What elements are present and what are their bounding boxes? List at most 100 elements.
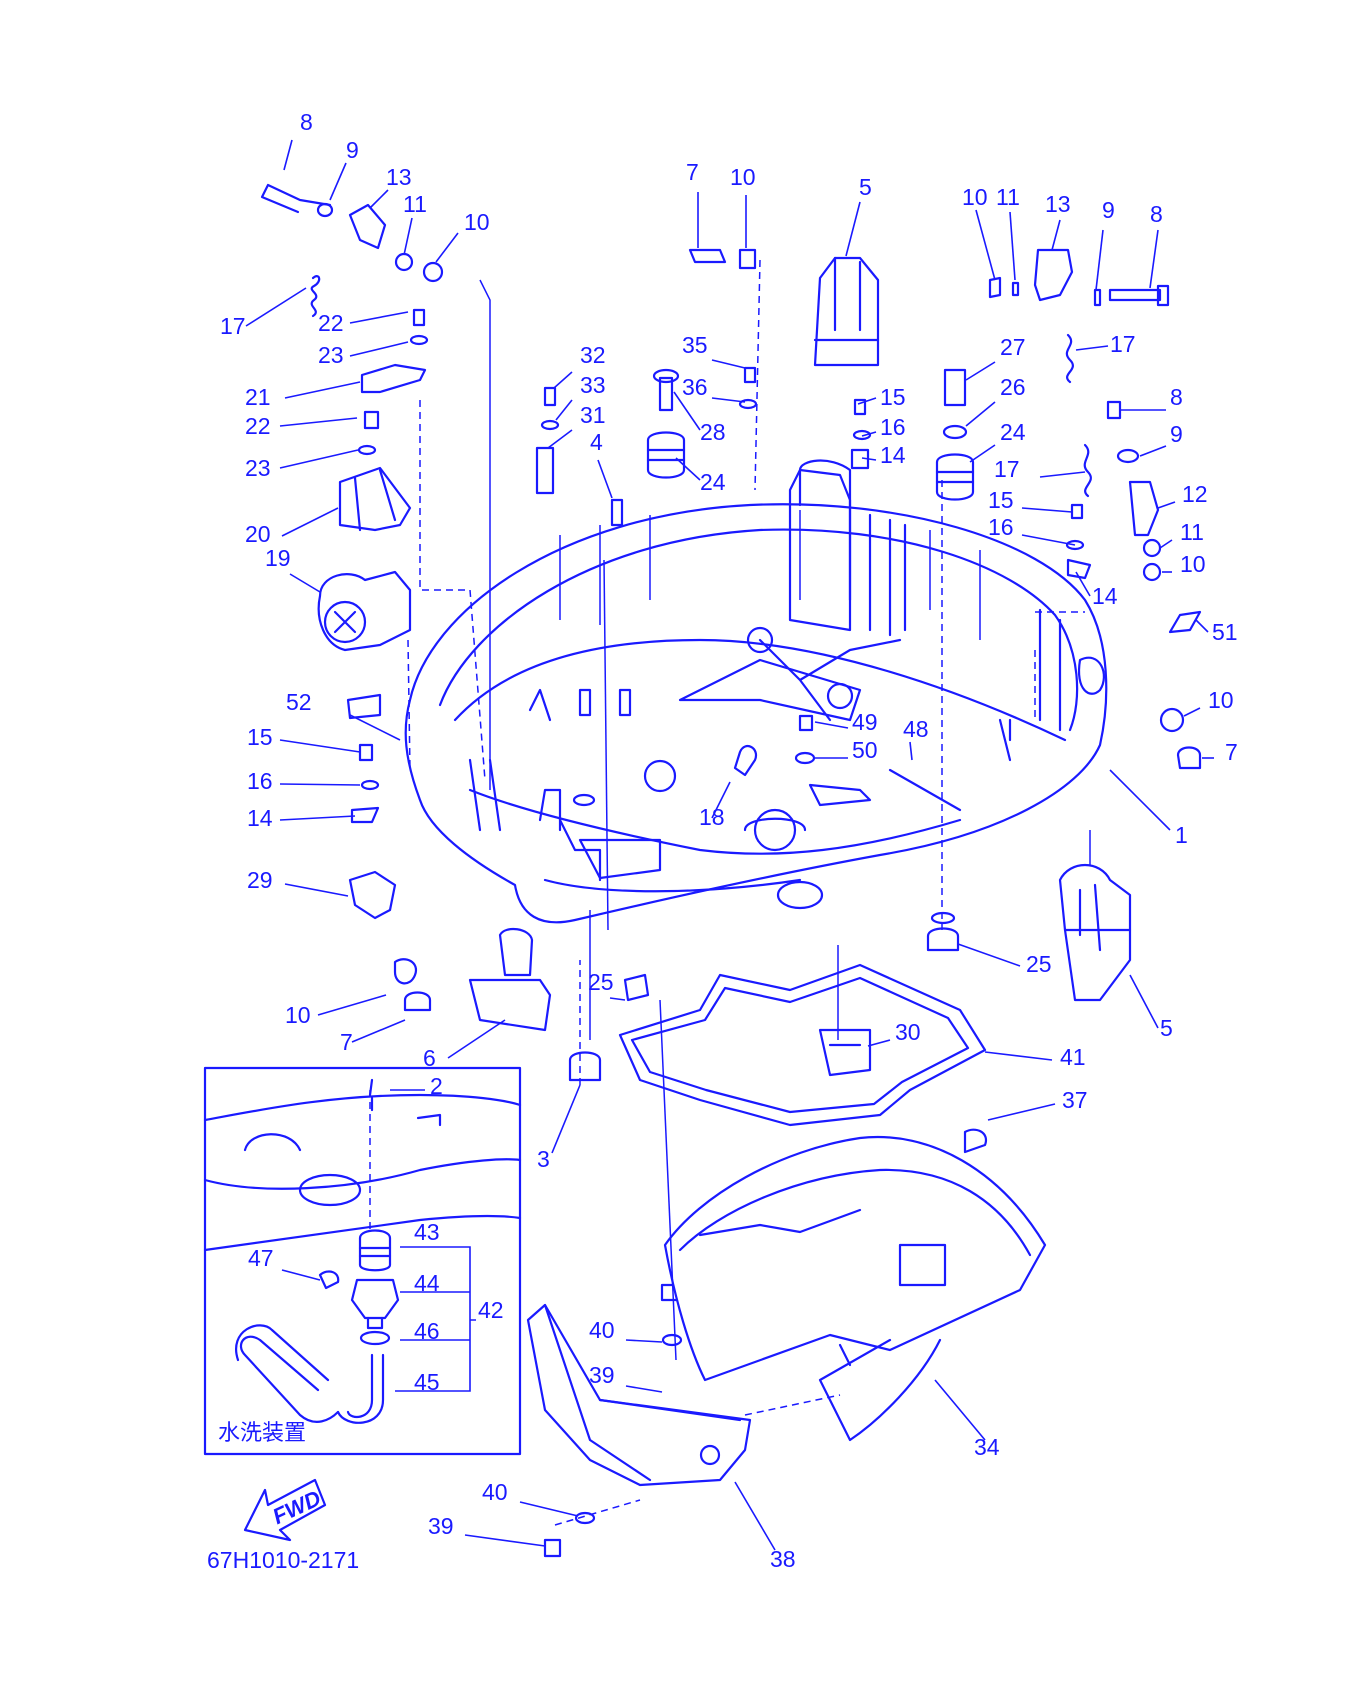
leader-25 — [609, 997, 626, 1001]
centerline — [754, 259, 761, 491]
callout-31: 31 — [580, 402, 606, 428]
callout-43: 43 — [414, 1219, 440, 1245]
leader-51 — [1195, 619, 1209, 633]
apron-side — [526, 1303, 752, 1487]
callout-10: 10 — [962, 184, 988, 210]
leader-40 — [519, 1501, 579, 1517]
callout-8: 8 — [1150, 201, 1163, 227]
diagram-code: 67H1010-2171 — [207, 1547, 359, 1573]
callout-50: 50 — [852, 737, 878, 763]
apron-lower — [663, 1135, 1047, 1442]
callout-15: 15 — [988, 487, 1014, 513]
leader-31 — [547, 429, 573, 449]
callout-18: 18 — [699, 804, 725, 830]
leader-17 — [245, 287, 307, 327]
callout-40: 40 — [482, 1479, 508, 1505]
callout-39: 39 — [589, 1362, 615, 1388]
leader-10 — [317, 994, 387, 1016]
callout-27: 27 — [1000, 334, 1026, 360]
callout-44: 44 — [414, 1270, 440, 1296]
callout-5: 5 — [1160, 1015, 1173, 1041]
callout-15: 15 — [247, 724, 273, 750]
callout-19: 19 — [265, 545, 291, 571]
leader-13 — [369, 189, 389, 209]
leader-35 — [711, 359, 746, 369]
leader-27 — [965, 361, 996, 381]
callout-1: 1 — [1175, 822, 1188, 848]
leader-17 — [1039, 471, 1086, 478]
callout-39: 39 — [428, 1513, 454, 1539]
callout-26: 26 — [1000, 374, 1026, 400]
leader-24 — [969, 444, 996, 463]
grommets-and-fasteners — [346, 366, 1202, 1558]
callout-36: 36 — [682, 374, 708, 400]
leader-17 — [1075, 345, 1109, 351]
leader-9 — [329, 162, 347, 201]
callout-16: 16 — [247, 768, 273, 794]
callout-9: 9 — [346, 137, 359, 163]
callout-51: 51 — [1212, 619, 1238, 645]
leader-14 — [861, 457, 877, 461]
leader-30 — [867, 1039, 891, 1047]
leader-29 — [284, 883, 349, 897]
leader-39 — [464, 1534, 546, 1547]
callout-24: 24 — [1000, 419, 1026, 445]
leader-10 — [975, 209, 996, 281]
leader-8 — [283, 139, 293, 171]
hinge-bracket-right — [1058, 864, 1132, 1002]
centerline — [479, 279, 491, 790]
leader-12 — [1157, 501, 1176, 509]
callout-30: 30 — [895, 1019, 921, 1045]
callout-25: 25 — [1026, 951, 1052, 977]
leader-34 — [934, 1379, 986, 1441]
leader-23 — [279, 449, 359, 469]
leader-14 — [279, 815, 356, 821]
callout-22: 22 — [245, 413, 271, 439]
callout-11: 11 — [996, 184, 1020, 210]
callout-10: 10 — [464, 209, 490, 235]
callout-24: 24 — [700, 469, 726, 495]
callout-41: 41 — [1060, 1044, 1086, 1070]
callout-9: 9 — [1170, 421, 1183, 447]
callout-12: 12 — [1182, 481, 1208, 507]
callout-21: 21 — [245, 384, 271, 410]
callout-22: 22 — [318, 310, 344, 336]
callout-9: 9 — [1102, 197, 1115, 223]
callout-14: 14 — [247, 805, 273, 831]
leader-11 — [1009, 211, 1016, 281]
leader-33 — [555, 399, 573, 421]
leader-47 — [281, 1269, 321, 1281]
leader-16 — [279, 783, 361, 786]
callout-42: 42 — [478, 1297, 504, 1323]
callout-23: 23 — [318, 342, 344, 368]
leader-40 — [625, 1339, 663, 1343]
leader-9 — [1095, 229, 1104, 291]
leader-5 — [1129, 974, 1159, 1029]
flushing-device-inset — [203, 1066, 522, 1456]
leader-22 — [349, 311, 409, 324]
rubber-seal — [618, 963, 987, 1127]
callout-25: 25 — [588, 969, 614, 995]
callout-48: 48 — [903, 716, 929, 742]
leader-48 — [909, 741, 913, 761]
leader-25 — [957, 943, 1021, 967]
leader-6 — [447, 1019, 506, 1059]
leader-23 — [349, 341, 409, 357]
bottom-cowling — [404, 459, 1108, 924]
callout-13: 13 — [386, 164, 412, 190]
callout-4: 4 — [590, 429, 603, 455]
leader-22 — [279, 417, 358, 427]
leader-24 — [675, 457, 701, 481]
callout-7: 7 — [340, 1029, 353, 1055]
callout-40: 40 — [589, 1317, 615, 1343]
leader-18 — [711, 781, 731, 819]
leader-36 — [711, 397, 746, 403]
callout-10: 10 — [730, 164, 756, 190]
callout-46: 46 — [414, 1318, 440, 1344]
leader-49 — [814, 721, 849, 729]
leader-8 — [1149, 229, 1159, 289]
callout-33: 33 — [580, 372, 606, 398]
leader-9 — [1139, 445, 1167, 457]
